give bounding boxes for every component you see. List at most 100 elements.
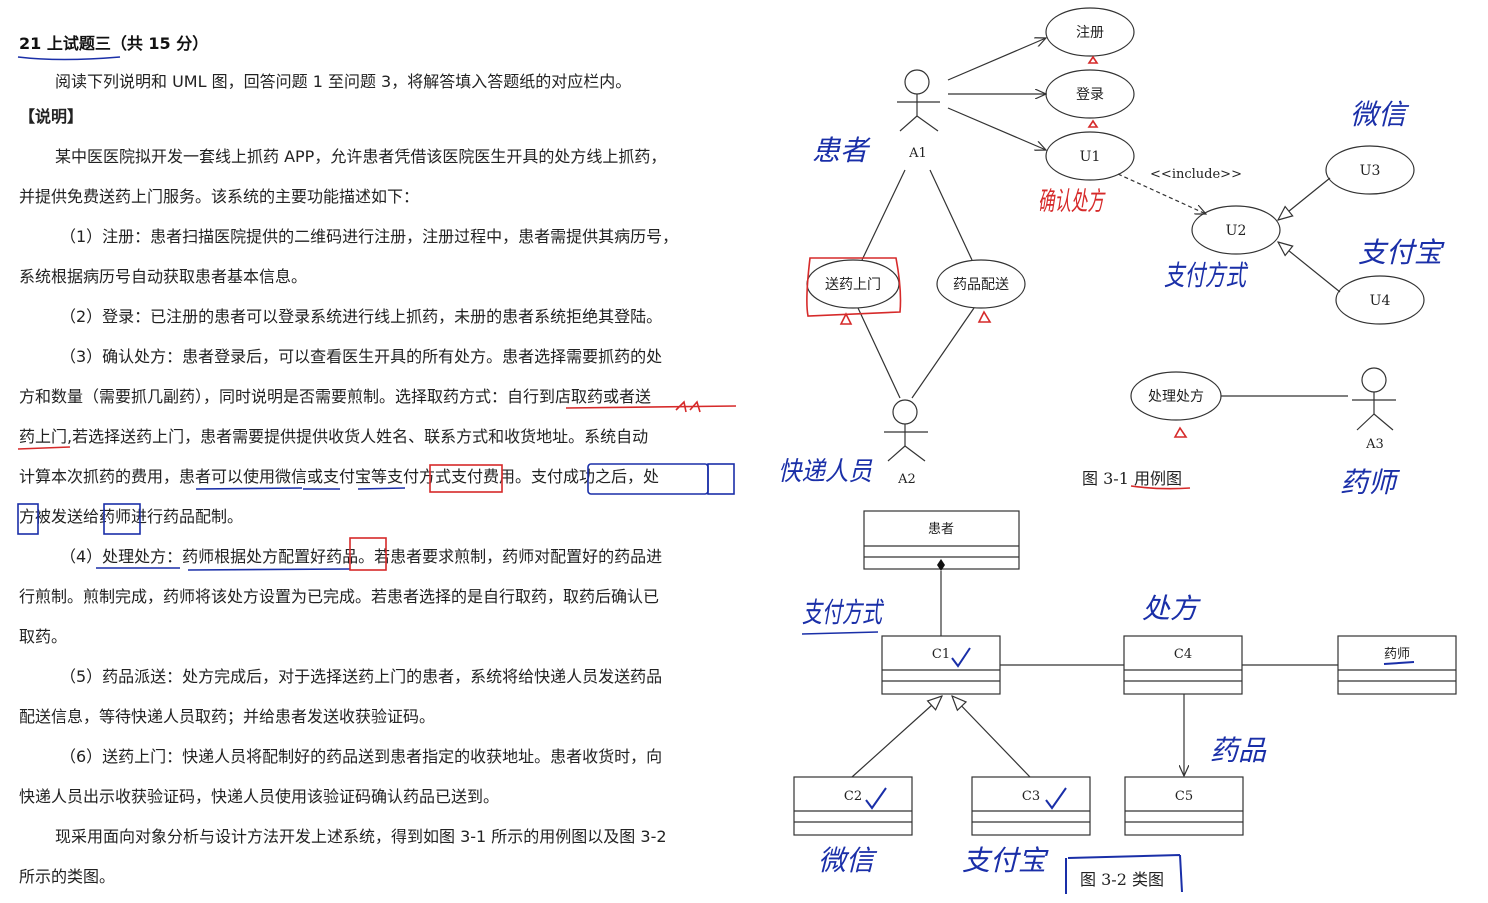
box-drug [349,537,387,571]
box-payment-success [587,463,709,495]
usecase-u4 [1335,275,1425,325]
class-diagram [793,510,1457,836]
note-a2: 快递人员 [778,457,873,487]
underline-home-delivery [17,446,71,450]
paragraph-line: （2）登录：已注册的患者可以登录系统进行线上抓药，未册的患者系统拒绝其登陆。 [60,307,663,326]
caption-box [1065,854,1183,894]
usecase-register-label: 注册 [1076,25,1104,41]
assoc-a1-register [947,38,1046,81]
usecase-u2-label: U2 [1226,223,1247,239]
check-c1 [951,647,971,668]
assoc-a2-home-delivery [857,307,901,399]
paragraph-line: 所示的类图。 [19,867,116,886]
check-c3 [1045,787,1067,810]
usecase-u1-label: U1 [1080,149,1101,165]
note-underlines [801,631,879,635]
box-payment-method [429,464,503,493]
paragraph-line: 某中医医院拟开发一套线上抓药 APP，允许患者凭借该医院医生开具的处方线上抓药， [55,147,667,166]
figure-3-1-caption: 图 3-1 用例图 [1082,469,1182,488]
underline-pharmacist-config [187,568,351,571]
paragraph-line: （4）处理处方：药师根据处方配置好药品。若患者要求煎制，药师对配置好的药品进 [60,547,663,566]
actor-a1-label: A1 [908,146,927,161]
usecase-red-marks [806,55,1191,490]
note-c5: 药品 [1210,734,1267,767]
class-c3 [971,776,1091,836]
class-c4-label: C4 [1174,647,1192,662]
paragraph-line: 快递人员出示收获验证码，快递人员使用该验证码确认药品已送到。 [19,787,500,806]
paragraph-line: 计算本次抓药的费用，患者可以使用微信或支付宝等支付方式支付费用。支付成功之后，处 [19,467,660,486]
class-c5 [1124,776,1244,836]
box-prescription-2 [17,503,39,535]
check-c2 [865,787,887,810]
class-c1 [881,635,1001,695]
paragraph-line: 方被发送给药师进行药品配制。 [19,507,244,526]
usecase-drug-delivery-label: 药品配送 [953,277,1009,293]
usecase-login-label: 登录 [1076,87,1104,103]
note-u3: 微信 [1350,98,1410,131]
generalization-u3-u2 [1278,177,1331,220]
class-c2-label: C2 [844,789,862,804]
box-prescription-1 [707,463,735,495]
usecase-u3-label: U3 [1360,163,1381,179]
actor-a2 [884,399,928,462]
actor-a3-label: A3 [1365,437,1384,452]
usecase-home-delivery-label: 送药上门 [825,277,881,293]
paragraph-line: （6）送药上门：快递人员将配制好的药品送到患者指定的收获地址。患者收货时，向 [60,747,663,766]
assoc-a1-drug-delivery [929,169,973,261]
note-u2: 支付方式 [1164,259,1249,292]
note-a1: 患者 [812,134,871,167]
class-labels: 患者 C1 C4 药师 C2 C3 C5 图 3-2 类图 [844,522,1410,889]
underline-pharmacist-class [1383,661,1415,665]
text-annotations [17,56,737,571]
title-underline [17,56,121,61]
note-u4: 支付宝 [1358,236,1445,269]
assoc-a1-home-delivery [861,169,906,261]
note-a3: 药师 [1340,466,1401,499]
note-u1: 确认处方 [1038,187,1106,217]
actor-a1 [897,69,940,132]
paragraph-line: （5）药品派送：处方完成后，对于选择送药上门的患者，系统将给快递人员发送药品 [60,667,663,686]
question-text-panel: 21 上试题三（共 15 分） 阅读下列说明和 UML 图，回答问题 1 至问题… [19,34,679,886]
assoc-a2-drug-delivery [911,307,975,399]
include-stereotype: <<include>> [1150,167,1242,182]
note-c4: 处方 [1142,592,1201,625]
paragraph-line: 系统根据病历号自动获取患者基本信息。 [19,267,308,286]
paragraph-line: 现采用面向对象分析与设计方法开发上述系统，得到如图 3-1 所示的用例图以及图 … [55,827,667,846]
question-title: 21 上试题三（共 15 分） [19,34,209,53]
class-c3-label: C3 [1022,789,1040,804]
figure-3-2-caption: 图 3-2 类图 [1080,870,1164,889]
class-c4 [1123,635,1243,695]
underline-self-pickup [565,405,737,409]
paragraph-line: （1）注册：患者扫描医院提供的二维码进行注册，注册过程中，患者需提供其病历号， [60,227,679,246]
generalization-u4-u2 [1278,242,1341,293]
paragraph-line: 药上门,若选择送药上门，患者需要提供提供收货人姓名、联系方式和收货地址。系统自动 [19,427,649,446]
usecase-u1 [1045,131,1135,181]
usecase-process-label: 处理处方 [1148,389,1204,405]
section-label: 【说明】 [19,107,84,126]
underline-wechat-alipay [303,487,406,490]
note-c3: 支付宝 [962,844,1049,877]
paragraph-line: 并提供免费送药上门服务。该系统的主要功能描述如下： [19,187,420,206]
usecase-register [1045,7,1135,57]
paragraph-line: （3）确认处方：患者登录后，可以查看医生开具的所有处方。患者选择需要抓药的处 [60,347,663,366]
paragraph-line: 取药。 [19,627,68,646]
handwritten-notes: 患者 确认处方 支付方式 微信 支付宝 快递人员 药师 支付方式 微信 支付宝 … [778,98,1445,877]
class-pharmacist-label: 药师 [1384,647,1410,662]
box-pharmacist [103,503,141,535]
underline-payment-subject [195,487,303,490]
class-c1-label: C1 [932,647,950,662]
class-patient [863,510,1020,570]
usecase-u3 [1325,145,1415,195]
generalization-c3-c1 [952,696,1031,778]
use-case-diagram [806,7,1425,462]
class-relations [851,559,1338,778]
usecase-u2 [1191,205,1281,255]
assoc-a1-u1 [947,107,1046,150]
class-pharmacist [1337,635,1457,695]
generalization-c2-c1 [851,696,942,778]
actor-a2-label: A2 [897,472,916,487]
class-c5-label: C5 [1175,789,1193,804]
include-u1-u2 [1117,173,1206,214]
note-c1: 支付方式 [802,596,885,629]
